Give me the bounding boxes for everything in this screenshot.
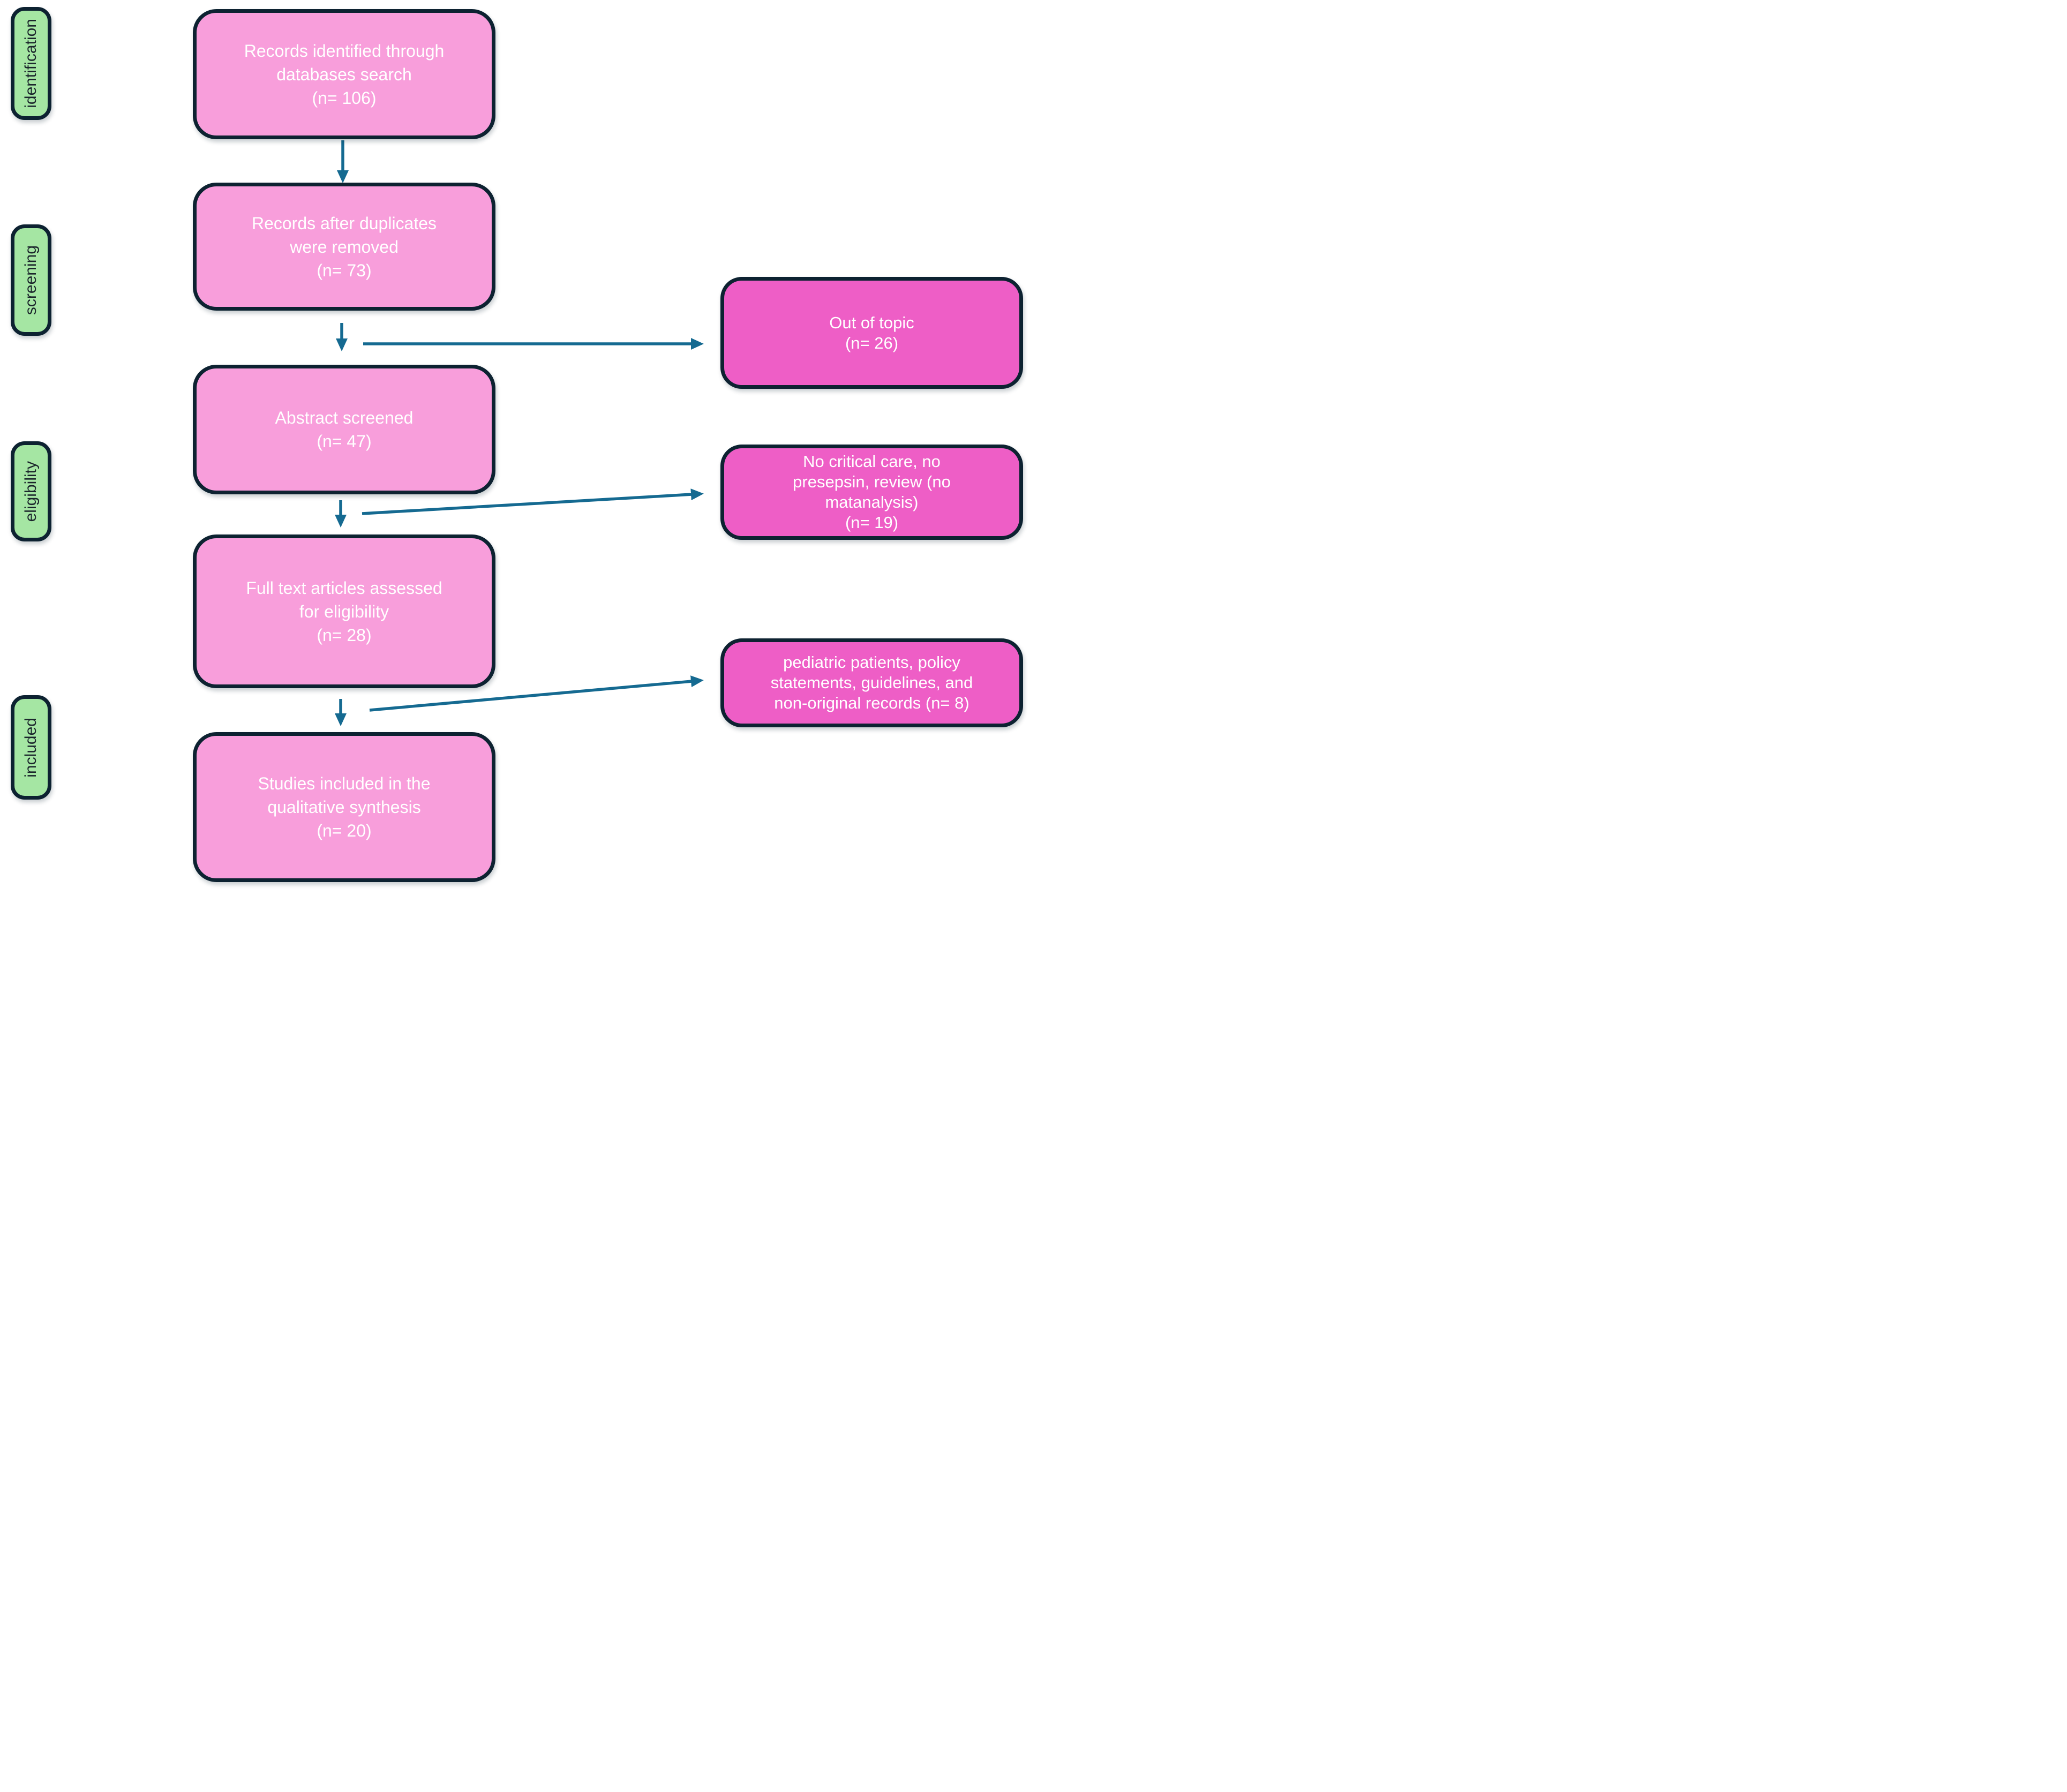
stage-label-included: included bbox=[11, 695, 51, 800]
stage-label-text: included bbox=[22, 717, 40, 778]
arrow-branch-no-critical-care bbox=[362, 488, 704, 515]
flow-box-text: Studies included in the qualitative synt… bbox=[258, 774, 431, 840]
flow-box-text: Records after duplicates were removed (n… bbox=[251, 213, 437, 280]
stage-label-screening: screening bbox=[11, 224, 51, 336]
flow-box-studies-included: Studies included in the qualitative synt… bbox=[193, 732, 495, 882]
flow-box-text: Full text articles assessed for eligibil… bbox=[246, 578, 442, 645]
exclusion-box-text: pediatric patients, policy statements, g… bbox=[770, 653, 973, 712]
stage-label-text: identification bbox=[22, 19, 40, 108]
stage-label-text: eligibility bbox=[22, 461, 40, 522]
flow-box-text: Abstract screened (n= 47) bbox=[275, 408, 414, 451]
flow-box-duplicates-removed: Records after duplicates were removed (n… bbox=[193, 183, 495, 311]
stage-label-eligibility: eligibility bbox=[11, 441, 51, 541]
prisma-flow-diagram: identification screening eligibility inc… bbox=[0, 0, 1033, 896]
flow-box-abstract-screened: Abstract screened (n= 47) bbox=[193, 365, 495, 494]
flow-box-text: Records identified through databases sea… bbox=[244, 41, 445, 108]
exclusion-box-text: Out of topic (n= 26) bbox=[829, 313, 914, 352]
flow-box-fulltext-assessed: Full text articles assessed for eligibil… bbox=[193, 534, 495, 688]
flow-box-records-identified: Records identified through databases sea… bbox=[193, 9, 495, 139]
exclusion-box-pediatric-records: pediatric patients, policy statements, g… bbox=[720, 638, 1023, 727]
exclusion-box-out-of-topic: Out of topic (n= 26) bbox=[720, 277, 1023, 389]
stage-label-text: screening bbox=[22, 245, 40, 315]
exclusion-box-text: No critical care, no presepsin, review (… bbox=[793, 452, 951, 532]
stage-label-identification: identification bbox=[11, 7, 51, 120]
exclusion-box-no-critical-care: No critical care, no presepsin, review (… bbox=[720, 445, 1023, 540]
